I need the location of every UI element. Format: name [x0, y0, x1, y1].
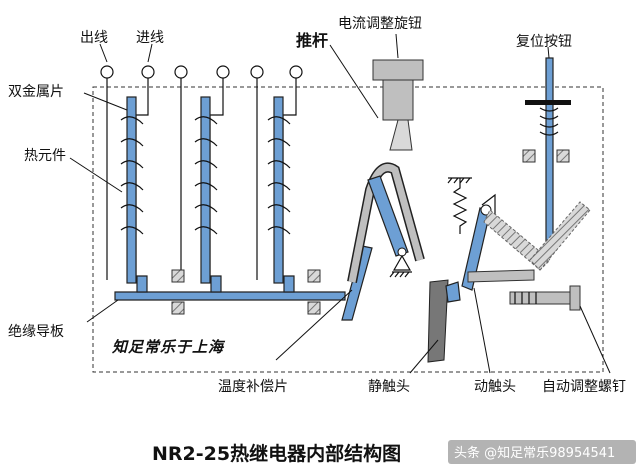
moving-contact-lever: [461, 193, 591, 291]
label-moving-contact: 动触头: [474, 379, 516, 395]
bimetal-strip-3: [267, 96, 291, 284]
label-bimetal: 双金属片: [8, 84, 64, 100]
diagram-title: NR2-25热继电器内部结构图: [152, 442, 401, 465]
label-push-rod: 推杆: [296, 31, 328, 50]
insulated-guide-plate: [114, 275, 346, 301]
label-static-contact: 静触头: [368, 379, 410, 395]
watermark: 头条 @知足常乐98954541: [454, 445, 615, 461]
current-adjust-knob: [372, 59, 424, 151]
terminal-in: [141, 65, 155, 79]
terminal-4: [216, 65, 230, 79]
contact-spring: [447, 177, 472, 234]
terminal-out: [100, 65, 114, 79]
bimetal-strip-1: [120, 96, 144, 284]
label-current-knob: 电流调整旋钮: [338, 16, 422, 32]
label-insulated-guide: 绝缘导板: [8, 324, 64, 340]
reset-button: [522, 57, 571, 247]
watermark-bg: [448, 440, 636, 464]
label-temp-comp: 温度补偿片: [218, 379, 288, 395]
label-heating-element: 热元件: [24, 148, 66, 164]
pivot-blocks: [171, 269, 321, 315]
leader-lines: [69, 33, 611, 374]
label-in-line: 进线: [136, 30, 164, 46]
terminal-5: [250, 65, 264, 79]
static-contact: [427, 279, 461, 363]
push-rod-assembly: [347, 162, 425, 283]
label-auto-screw: 自动调整螺钉: [542, 379, 626, 395]
terminal-6: [289, 65, 303, 79]
terminal-3: [174, 65, 188, 79]
bimetal-strip-2: [194, 96, 218, 284]
label-out-line: 出线: [80, 30, 108, 46]
housing-outline: [92, 86, 604, 373]
auto-adjust-screw: [509, 285, 581, 311]
pivot-triangle: [392, 254, 412, 271]
calligraphy-mark: 知足常乐于上海: [111, 338, 226, 356]
label-reset-button: 复位按钮: [516, 33, 572, 50]
